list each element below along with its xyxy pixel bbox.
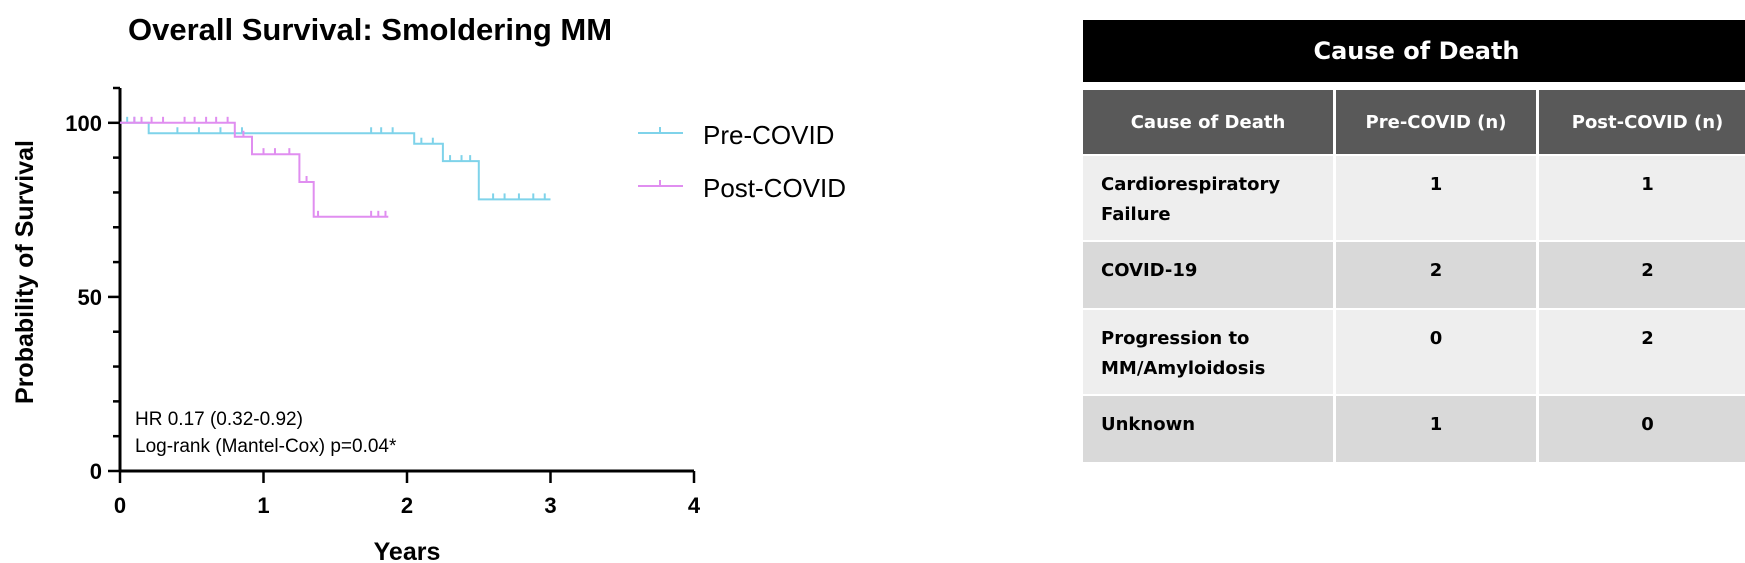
- column-header-post-covid: Post-COVID (n): [1539, 90, 1745, 154]
- legend-item-post-covid: Post-COVID: [638, 173, 846, 203]
- cause-line-2: MM/Amyloidosis: [1101, 358, 1266, 379]
- x-tick-label: 2: [401, 493, 413, 518]
- post-covid-count: 2: [1539, 242, 1745, 308]
- cause-cell: Progression to MM/Amyloidosis: [1083, 310, 1333, 394]
- y-tick-label: 0: [90, 459, 102, 484]
- survival-line-post-covid: [120, 121, 389, 218]
- pre-covid-count: 0: [1336, 310, 1536, 394]
- legend: Pre-COVID Post-COVID: [638, 120, 846, 203]
- cause-table-grid: Cause of Death Pre-COVID (n) Post-COVID …: [1080, 88, 1745, 464]
- cause-line-1: COVID-19: [1101, 260, 1198, 281]
- y-axis-label: Probability of Survival: [11, 140, 39, 404]
- post-covid-count: 1: [1539, 156, 1745, 240]
- legend-label-pre-covid: Pre-COVID: [703, 120, 834, 150]
- table-row: Unknown 1 0: [1083, 396, 1745, 462]
- y-tick-label: 100: [65, 111, 102, 136]
- post-covid-count: 0: [1539, 396, 1745, 462]
- logrank-annotation: Log-rank (Mantel-Cox) p=0.04*: [135, 436, 397, 457]
- x-tick-label: 0: [114, 493, 126, 518]
- x-tick-label: 4: [688, 493, 701, 518]
- x-tick-label: 3: [544, 493, 556, 518]
- cause-line-1: Cardiorespiratory: [1101, 174, 1281, 195]
- survival-chart: Overall Survival: Smoldering MM 0 50 100 0…: [11, 12, 846, 563]
- cause-cell: COVID-19: [1083, 242, 1333, 308]
- hr-annotation: HR 0.17 (0.32-0.92): [135, 409, 303, 430]
- table-header-row: Cause of Death Pre-COVID (n) Post-COVID …: [1083, 90, 1745, 154]
- pre-covid-count: 1: [1336, 156, 1536, 240]
- cause-line-2: Failure: [1101, 204, 1171, 225]
- cause-cell: Unknown: [1083, 396, 1333, 462]
- series-layer: [120, 116, 551, 218]
- column-header-cause: Cause of Death: [1083, 90, 1333, 154]
- survival-plot-svg: Overall Survival: Smoldering MM 0 50 100 0…: [11, 12, 846, 563]
- table-row: COVID-19 2 2: [1083, 242, 1745, 308]
- y-tick-label: 50: [78, 285, 102, 310]
- chart-title: Overall Survival: Smoldering MM: [128, 12, 612, 47]
- post-covid-count: 2: [1539, 310, 1745, 394]
- table-title: Cause of Death: [1083, 20, 1745, 82]
- pre-covid-count: 1: [1336, 396, 1536, 462]
- cause-line-1: Unknown: [1101, 414, 1196, 435]
- column-header-pre-covid: Pre-COVID (n): [1336, 90, 1536, 154]
- pre-covid-count: 2: [1336, 242, 1536, 308]
- legend-label-post-covid: Post-COVID: [703, 173, 846, 203]
- x-axis-label: Years: [374, 538, 441, 563]
- legend-item-pre-covid: Pre-COVID: [638, 120, 834, 150]
- x-tick-label: 1: [257, 493, 269, 518]
- y-axis: 0 50 100: [65, 86, 122, 484]
- x-axis: 0 1 2 3 4: [114, 469, 701, 518]
- table-row: Progression to MM/Amyloidosis 0 2: [1083, 310, 1745, 394]
- cause-of-death-table: Cause of Death Cause of Death Pre-COVID …: [1083, 20, 1745, 464]
- survival-line-pre-covid: [120, 121, 551, 201]
- cause-line-1: Progression to: [1101, 328, 1250, 349]
